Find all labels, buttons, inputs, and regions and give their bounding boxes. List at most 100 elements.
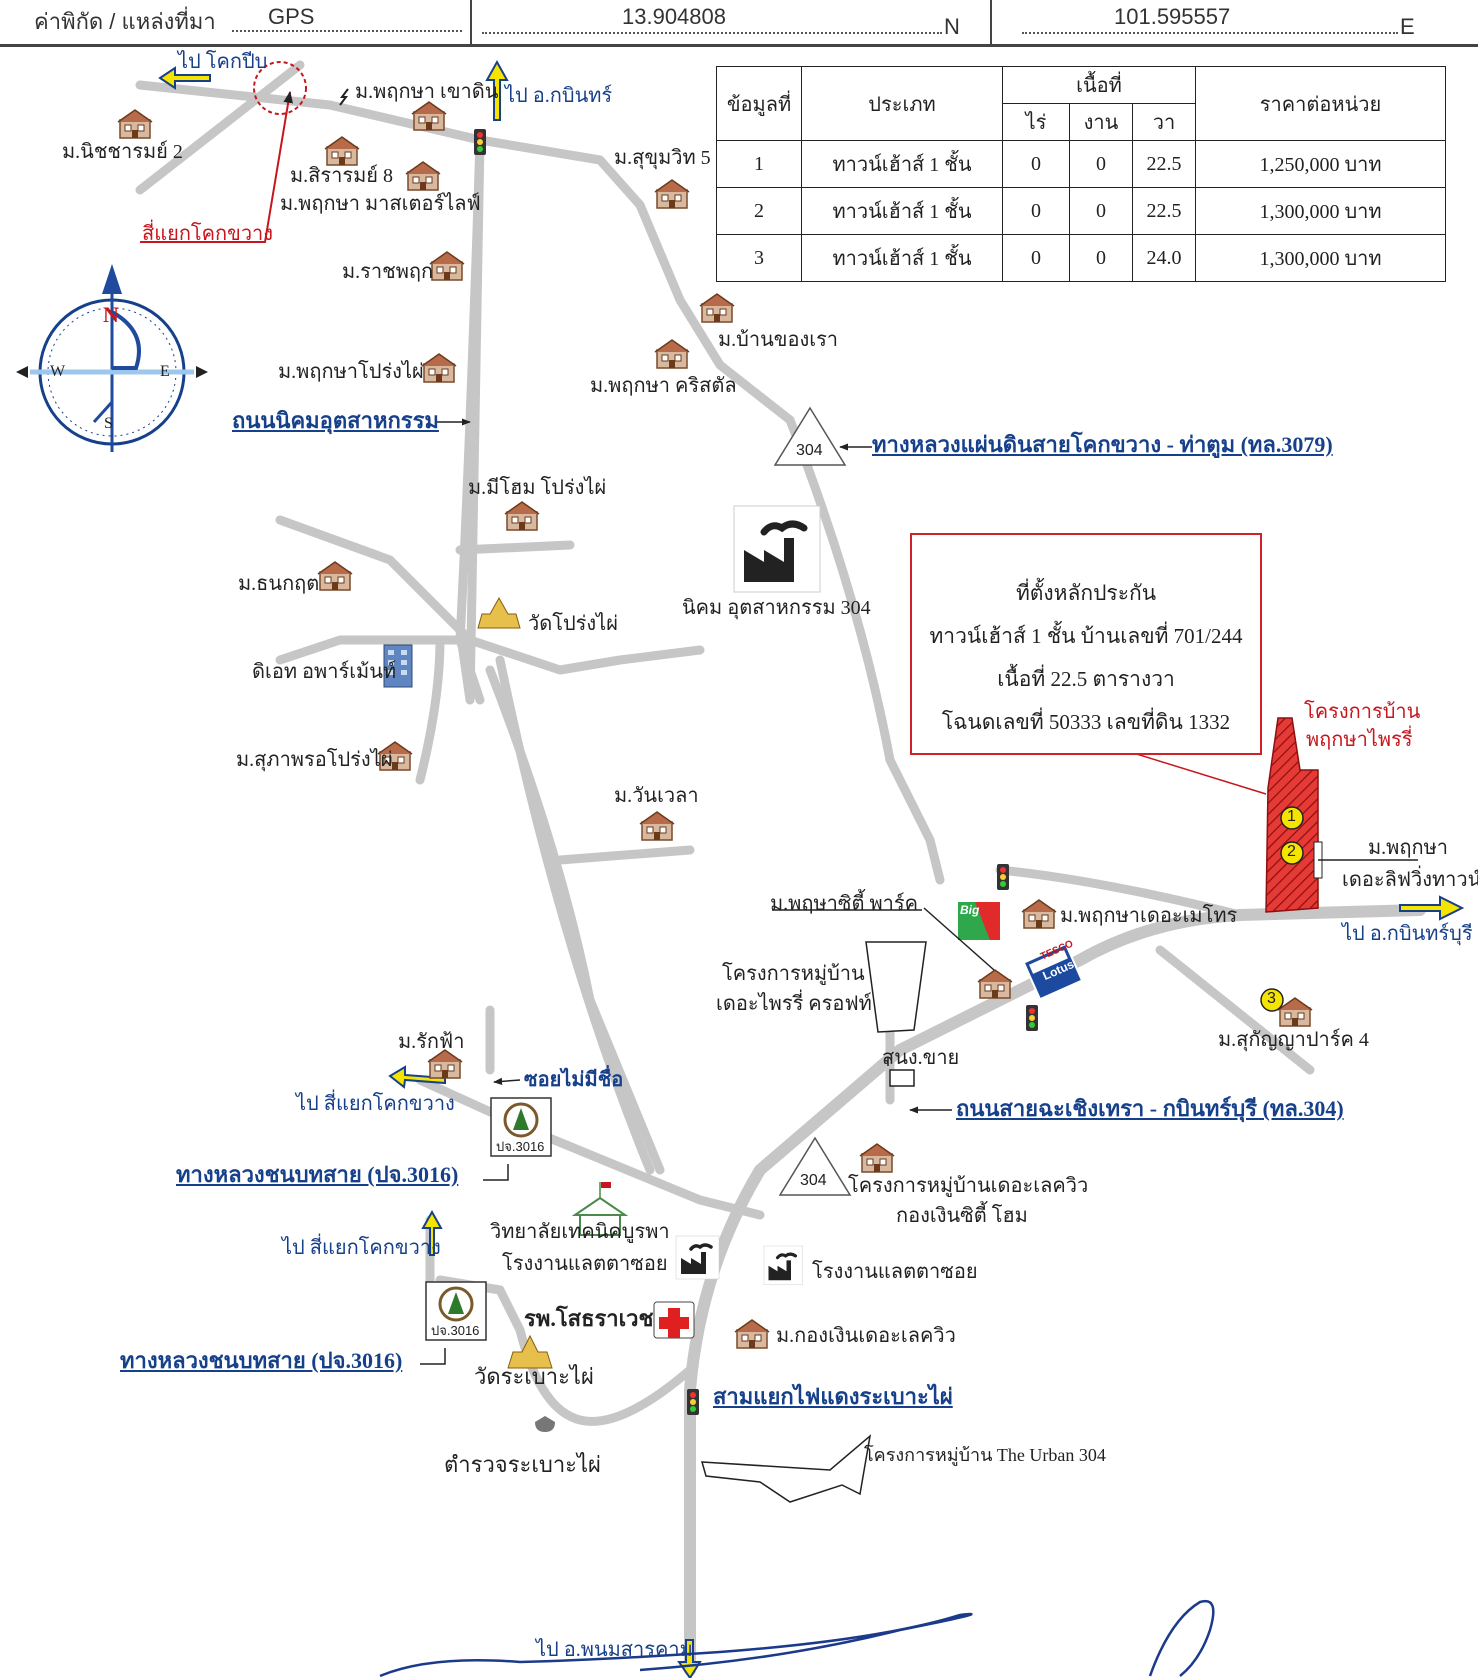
sales-office-plot (889, 1069, 915, 1087)
compass-rose (16, 264, 208, 452)
compass-east: E (160, 363, 170, 380)
house-icon (977, 969, 1013, 999)
road-nikhom (455, 135, 485, 705)
cell-price: 1,300,000 บาท (1195, 234, 1446, 282)
label-to-khok-peep: ไป โคกปีบ (178, 51, 268, 73)
compass-north: N (103, 302, 119, 327)
house-icon (504, 501, 540, 531)
house-icon (734, 1319, 770, 1349)
label-sam-yaek: สามแยกไฟแดงระเบาะไผ่ (713, 1384, 953, 1409)
cell-wa: 24.0 (1132, 234, 1196, 282)
marker-2 (1280, 841, 1304, 865)
label-soi-no-name: ซอยไม่มีชื่อ (524, 1069, 624, 1091)
label-industrial: นิคม อุตสาหกรรม 304 (682, 597, 871, 619)
label-road-3079: ทางหลวงแผ่นดินสายโคกขวาง - ท่าตูม (ทล.30… (872, 432, 1333, 457)
shield-304-b: 304 (800, 1172, 827, 1189)
label-prairie-croft-1: โครงการหมู่บ้าน (722, 963, 865, 985)
cell-no: 2 (716, 187, 802, 235)
label-nichcharom: ม.นิชชารมย์ 2 (62, 141, 183, 163)
traffic-signal-icon (474, 129, 486, 155)
table-subheader-row: ไร่ งาน วา (717, 103, 1446, 141)
label-pruksa-living-2: เดอะลิฟวิ่งทาวน์ (1342, 869, 1478, 891)
shield-304-a: 304 (796, 442, 823, 459)
col-rai: ไร่ (1002, 103, 1070, 141)
col-ngan: งาน (1069, 103, 1133, 141)
label-lakeview-proj-1: โครงการหมู่บ้านเดอะเลควิว (848, 1175, 1089, 1197)
cell-type: ทาวน์เฮ้าส์ 1 ชั้น (801, 187, 1003, 235)
marker-1-label: 1 (1287, 808, 1296, 825)
compass-west: W (50, 363, 66, 380)
house-icon (859, 1143, 895, 1173)
table-row: 1 ทาวน์เฮ้าส์ 1 ชั้น 0 0 22.5 1,250,000 … (716, 140, 1446, 188)
house-icon (699, 293, 735, 323)
label-road-3016-a: ทางหลวงชนบทสาย (ปจ.3016) (176, 1162, 459, 1187)
label-wat-prongphai: วัดโปร่งไผ่ (528, 613, 618, 635)
road-network (135, 60, 1426, 1676)
marker-2-label: 2 (1287, 843, 1296, 860)
label-wanwela: ม.วันเวลา (614, 785, 699, 807)
coord-label: ค่าพิกัด / แหล่งที่มา (34, 9, 216, 34)
label-pruksa-metro: ม.พฤกษาเดอะเมโทร (1060, 905, 1238, 927)
longitude-suffix: E (1400, 14, 1415, 39)
cell-rai: 0 (1002, 234, 1070, 282)
arrow-khok-peep (158, 66, 211, 90)
pj-sign-b-label: ปจ.3016 (431, 1323, 480, 1338)
lotus-logo (1022, 942, 1084, 1001)
prairie-croft-plot (865, 941, 927, 1033)
label-to-kabinburi: ไป อ.กบินทร์บุรี (1342, 923, 1473, 945)
cell-type: ทาวน์เฮ้าส์ 1 ชั้น (801, 234, 1003, 282)
lightning-icon (339, 88, 349, 106)
road-rakfa (415, 1075, 765, 1220)
label-pruksa-crystal: ม.พฤกษา คริสตัล (590, 375, 737, 397)
city-park-leader (923, 907, 995, 971)
label-to-phanom: ไป อ.พนมสารคาม (536, 1639, 693, 1661)
road-west-3 (275, 635, 475, 665)
label-rakfa: ม.รักฟ้า (398, 1031, 465, 1053)
col-no: ข้อมูลที่ (716, 66, 802, 141)
road-khok-peep (135, 60, 305, 195)
factory-icon (674, 1234, 721, 1281)
label-for-sale: สนง.ขาย (882, 1047, 960, 1069)
road-west-1 (275, 515, 705, 675)
label-pruksa-prongphai: ม.พฤกษาโปร่งไผ่ (278, 361, 424, 383)
dotted-line (232, 30, 462, 32)
cell-rai: 0 (1002, 187, 1070, 235)
marker-1 (1280, 806, 1304, 830)
coord-source-cell: ค่าพิกัด / แหล่งที่มา GPS (0, 0, 472, 44)
latitude-suffix: N (944, 14, 960, 39)
label-pruksa-khaodin: ม.พฤกษา เขาดิน (355, 81, 499, 103)
latitude-value: 13.904808 (622, 4, 726, 29)
house-icon (1021, 899, 1057, 929)
arrow-si-yaek-1 (388, 1065, 446, 1089)
signature-stroke (379, 1612, 973, 1678)
house-icon (117, 109, 153, 139)
house-icon (324, 136, 360, 166)
label-factory-2: โรงงานแลตตาซอย (812, 1261, 978, 1283)
house-icon (421, 353, 457, 383)
label-to-kabin: ไป อ.กบินทร์ (505, 85, 613, 107)
label-sirarom: ม.สิรารมย์ 8 (290, 165, 394, 187)
marker-3-label: 3 (1267, 990, 1276, 1007)
collateral-title: ที่ตั้งหลักประกัน (1015, 581, 1157, 605)
cell-price: 1,250,000 บาท (1195, 140, 1446, 188)
dotted-line (1022, 32, 1398, 34)
col-price: ราคาต่อหน่วย (1195, 66, 1446, 141)
junction-circle (253, 61, 307, 115)
cell-no: 1 (716, 140, 802, 188)
longitude-cell: 101.595557 E (992, 0, 1478, 44)
house-icon (411, 101, 447, 131)
collateral-area: เนื้อที่ 22.5 ตารางวา (997, 667, 1175, 691)
cell-rai: 0 (1002, 140, 1070, 188)
temple-icon (477, 596, 521, 629)
house-icon (427, 1049, 463, 1079)
temple-icon (507, 1334, 553, 1369)
road-vanwela (555, 845, 695, 865)
label-pruksa-city-park: ม.พฤษาซิตี้ พาร์ค (770, 893, 918, 915)
label-pruksa-master: ม.พฤกษา มาสเตอร์ไลฟ์ (280, 193, 481, 215)
label-supaporn: ม.สุภาพรอโปร่งไผ่ (236, 749, 393, 771)
label-si-yaek-khok-khwang: สี่แยกโคกขวาง (142, 223, 274, 245)
label-tech-college: วิทยาลัยเทคนิคบูรพา (490, 1221, 670, 1243)
house-icon (429, 251, 465, 281)
label-road-3016-b: ทางหลวงชนบทสาย (ปจ.3016) (120, 1348, 403, 1373)
house-icon (639, 811, 675, 841)
